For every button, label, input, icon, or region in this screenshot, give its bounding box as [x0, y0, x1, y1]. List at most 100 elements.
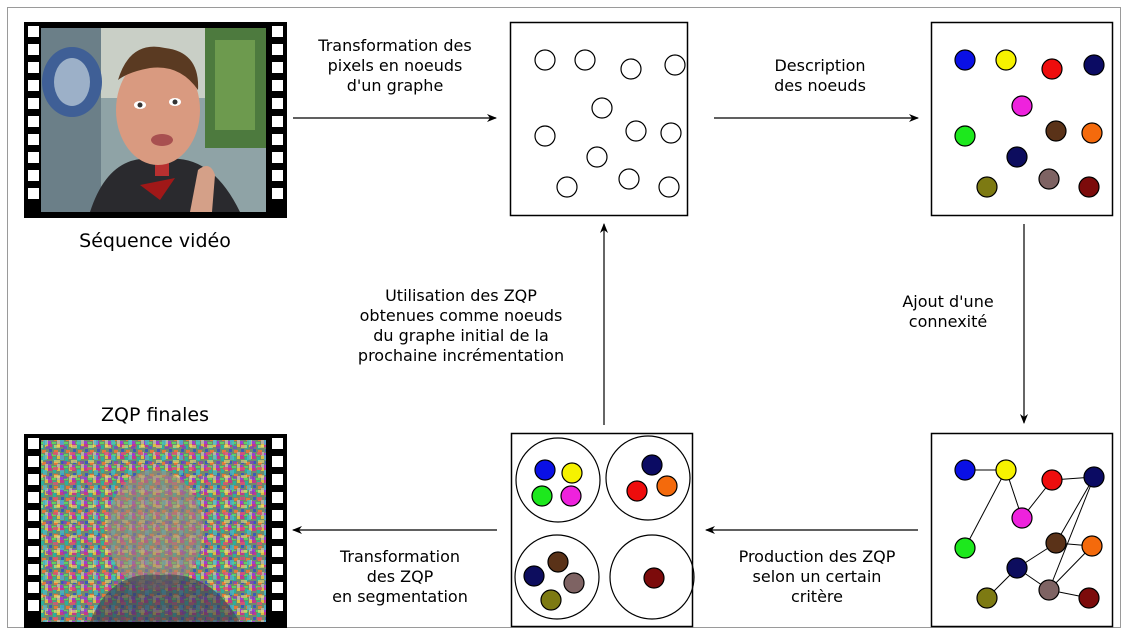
sprocket-hole [28, 546, 39, 557]
sprocket-hole [28, 438, 39, 449]
node-green [531, 485, 553, 507]
connected-nodes [954, 459, 1105, 609]
sprocket-hole [28, 188, 39, 199]
sprocket-hole [28, 492, 39, 503]
label-connexity: Ajout d'une connexité [902, 292, 994, 331]
node-magenta [560, 485, 582, 507]
sprocket-hole [28, 44, 39, 55]
empty-node [664, 54, 686, 76]
node-dark-navy [523, 565, 545, 587]
node-dark-navy [1006, 557, 1028, 579]
sprocket-hole [28, 62, 39, 73]
node-yellow [995, 459, 1017, 481]
sprocket-hole [272, 600, 283, 611]
node-red [1041, 58, 1063, 80]
sprocket-hole [28, 170, 39, 181]
node-taupe [1038, 168, 1060, 190]
sprocket-hole [272, 456, 283, 467]
sprocket-hole [272, 582, 283, 593]
label-reuse: Utilisation des ZQP obtenues comme noeud… [357, 286, 565, 365]
node-taupe [563, 572, 585, 594]
sprocket-hole [272, 134, 283, 145]
final-film-strip [24, 434, 287, 628]
sprocket-hole [28, 116, 39, 127]
diagram-border [7, 7, 1121, 628]
sprocket-hole [272, 26, 283, 37]
film-sprocket-holes [28, 438, 283, 611]
video-caption: Séquence vidéo [79, 230, 231, 252]
node-dark-navy [1006, 146, 1028, 168]
node-blue [954, 49, 976, 71]
empty-node [620, 58, 642, 80]
node-green [954, 537, 976, 559]
label-description: Description des noeuds [774, 56, 866, 95]
node-magenta [1011, 95, 1033, 117]
sprocket-hole [272, 492, 283, 503]
sprocket-hole [272, 564, 283, 575]
node-magenta [1011, 507, 1033, 529]
node-orange [1081, 122, 1103, 144]
zqp-clusters [514, 435, 695, 620]
sprocket-hole [272, 98, 283, 109]
empty-node [534, 49, 556, 71]
sprocket-hole [28, 474, 39, 485]
node-brown [1045, 120, 1067, 142]
cluster-2 [605, 435, 691, 521]
flow-arrows [292, 114, 1028, 534]
node-olive [976, 587, 998, 609]
sprocket-hole [28, 600, 39, 611]
empty-node [586, 146, 608, 168]
sprocket-hole [28, 80, 39, 91]
video-film-strip [24, 22, 287, 218]
node-brown [1045, 532, 1067, 554]
segmentation-image [41, 440, 266, 622]
node-navy [641, 454, 663, 476]
node-brown [547, 551, 569, 573]
node-maroon [1078, 176, 1100, 198]
empty-node [658, 176, 680, 198]
node-blue [534, 459, 556, 481]
label-transform-pixels: Transformation des pixels en noeuds d'un… [318, 36, 472, 95]
empty-nodes [534, 49, 686, 198]
sprocket-hole [272, 152, 283, 163]
node-yellow [995, 49, 1017, 71]
empty-node [574, 49, 596, 71]
empty-node [556, 176, 578, 198]
node-olive [976, 176, 998, 198]
film-sprocket-holes [28, 26, 283, 199]
sprocket-hole [272, 188, 283, 199]
node-orange [1081, 535, 1103, 557]
sprocket-hole [28, 564, 39, 575]
final-caption: ZQP finales [101, 404, 209, 426]
sprocket-hole [28, 456, 39, 467]
colored-nodes [954, 49, 1105, 198]
node-maroon [643, 567, 665, 589]
empty-node [591, 97, 613, 119]
sprocket-hole [272, 510, 283, 521]
node-olive [540, 589, 562, 611]
node-blue [954, 459, 976, 481]
sprocket-hole [272, 546, 283, 557]
sprocket-hole [28, 134, 39, 145]
sprocket-hole [272, 44, 283, 55]
node-taupe [1038, 579, 1060, 601]
node-yellow [561, 462, 583, 484]
sprocket-hole [28, 152, 39, 163]
label-production: Production des ZQP selon un certain crit… [738, 547, 896, 606]
empty-node [660, 122, 682, 144]
node-green [954, 125, 976, 147]
cluster-4 [609, 534, 695, 620]
sprocket-hole [28, 582, 39, 593]
cluster-1 [515, 437, 601, 523]
node-red [1041, 469, 1063, 491]
sprocket-hole [272, 474, 283, 485]
sprocket-hole [28, 510, 39, 521]
empty-node [618, 168, 640, 190]
sprocket-hole [28, 26, 39, 37]
node-navy [1083, 54, 1105, 76]
video-frame-image [41, 28, 266, 212]
sprocket-hole [272, 170, 283, 181]
cluster-3 [514, 534, 600, 620]
empty-node [534, 125, 556, 147]
